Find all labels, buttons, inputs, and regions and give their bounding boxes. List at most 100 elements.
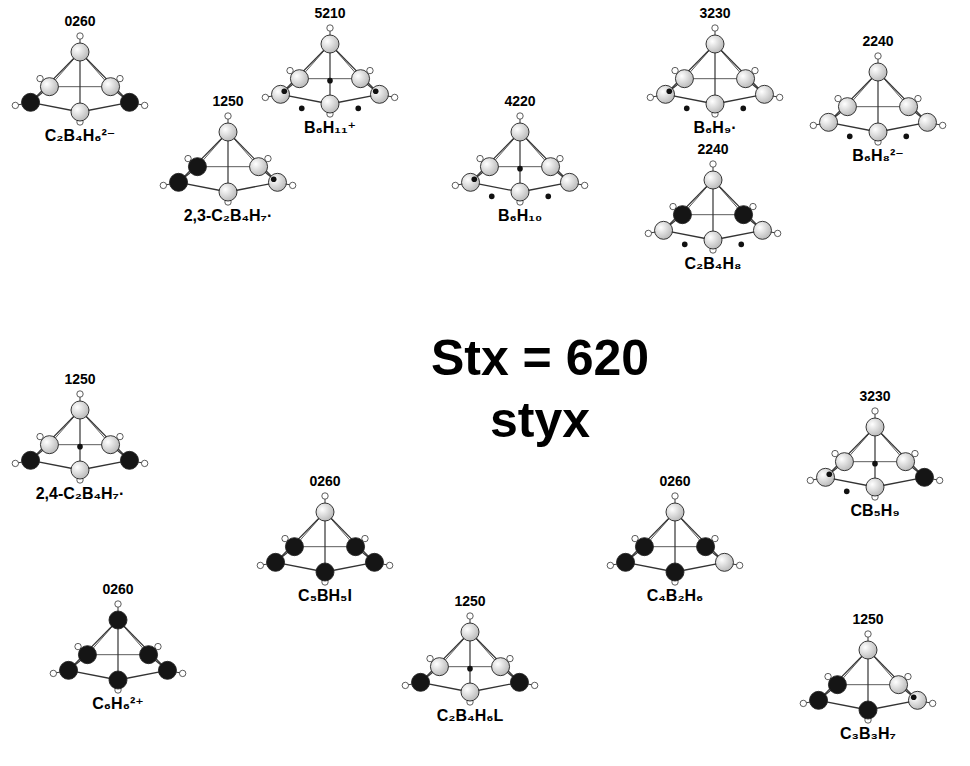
cluster-figure: 2240C₂B₄H₈ [638, 140, 788, 274]
boron-atom [900, 98, 918, 116]
bridging-hydrogen [903, 134, 909, 140]
boron-atom [272, 85, 290, 103]
cluster-formula: C₄B₂H₆ [647, 586, 704, 606]
cage-bond [421, 632, 470, 682]
hydrogen-atom [810, 122, 816, 128]
hydrogen-atom [12, 460, 18, 466]
hydrogen-atom [875, 53, 881, 59]
boron-atom [675, 70, 693, 88]
styx-number: 3230 [699, 4, 730, 22]
cluster-formula: C₆H₆²⁺ [92, 694, 143, 714]
boron-atom [321, 35, 339, 53]
carbon-atom [22, 93, 40, 111]
bridging-hydrogen [847, 134, 853, 140]
cage-bond [470, 632, 519, 682]
bridging-hydrogen [826, 471, 832, 477]
boron-atom [869, 123, 887, 141]
boron-atom [321, 95, 339, 113]
hydrogen-atom [179, 670, 185, 676]
boron-atom [704, 231, 722, 249]
hydrogen-atom [225, 113, 231, 119]
styx-number: 5210 [314, 4, 345, 22]
hydrogen-atom [517, 113, 523, 119]
cage-bond [713, 180, 762, 230]
cluster-figure: 0260C₅BH₅I [250, 472, 400, 606]
boron-atom [908, 691, 926, 709]
cage-bond [80, 52, 129, 102]
bridging-hydrogen [740, 106, 746, 112]
boron-atom [666, 503, 684, 521]
boron-atom [290, 70, 308, 88]
hydrogen-atom [736, 562, 742, 568]
boron-atom [102, 436, 120, 454]
cage-bond [868, 650, 917, 700]
hydrogen-atom [77, 391, 83, 397]
bridging-hydrogen [684, 106, 690, 112]
cluster-figure: 3230B₆H₉· [640, 4, 790, 138]
hydrogen-atom [289, 182, 295, 188]
hydrogen-atom [327, 25, 333, 31]
cluster-figure: 1250C₂B₄H₆L [395, 592, 545, 726]
hydrogen-atom [141, 460, 147, 466]
bridging-hydrogen [738, 242, 744, 248]
carbon-atom [828, 676, 846, 694]
boron-atom [352, 70, 370, 88]
bridging-hydrogen [77, 444, 83, 450]
cluster-formula: C₂B₄H₈ [685, 254, 742, 274]
hydrogen-atom [929, 700, 935, 706]
cluster-figure: 0260C₄B₂H₆ [600, 472, 750, 606]
boron-atom [40, 436, 58, 454]
cluster-drawing [645, 22, 785, 118]
cluster-formula: 2,4-C₂B₄H₇· [36, 484, 125, 504]
hydrogen-atom [710, 161, 716, 167]
hydrogen-atom [262, 94, 268, 100]
cluster-drawing [260, 22, 400, 118]
boron-atom [250, 158, 268, 176]
hydrogen-atom [865, 631, 871, 637]
carbon-atom [666, 563, 684, 581]
cluster-formula: B₆H₁₁⁺ [304, 118, 356, 138]
boron-atom [430, 658, 448, 676]
cluster-formula: C₅BH₅I [298, 586, 352, 606]
boron-atom [102, 78, 120, 96]
carbon-atom [697, 538, 715, 556]
bridging-hydrogen [682, 242, 688, 248]
hydrogen-atom [50, 670, 56, 676]
hydrogen-atom [391, 94, 397, 100]
cage-bond [819, 650, 868, 700]
hydrogen-atom [141, 102, 147, 108]
boron-atom [655, 221, 673, 239]
hydrogen-atom [402, 682, 408, 688]
cage-bond [276, 512, 325, 562]
bridging-hydrogen [373, 88, 379, 94]
boron-atom [511, 123, 529, 141]
boron-atom [40, 78, 58, 96]
hydrogen-atom [452, 182, 458, 188]
hydrogen-atom [257, 562, 263, 568]
boron-atom [71, 43, 89, 61]
carbon-atom [510, 673, 528, 691]
bridging-hydrogen [545, 194, 551, 200]
styx-number: 0260 [102, 580, 133, 598]
cage-bond [228, 132, 277, 182]
hydrogen-atom [776, 94, 782, 100]
boron-atom [560, 173, 578, 191]
cage-bond [715, 44, 764, 94]
cluster-drawing [605, 490, 745, 586]
hydrogen-atom [12, 102, 18, 108]
hydrogen-atom [467, 613, 473, 619]
cage-bond [878, 72, 927, 122]
cluster-figure: 1250C₃B₃H₇ [793, 610, 943, 744]
boron-atom [859, 641, 877, 659]
cage-bond [875, 427, 924, 477]
cluster-formula: 2,3-C₂B₄H₇· [184, 206, 273, 226]
boron-atom [704, 171, 722, 189]
bridging-hydrogen [471, 176, 477, 182]
bridging-hydrogen [872, 461, 878, 467]
cluster-figure: 3230CB₅H₉ [800, 387, 950, 521]
bridging-hydrogen [844, 489, 850, 495]
boron-atom [511, 183, 529, 201]
cage-bond [80, 410, 129, 460]
cage-bond [471, 132, 520, 182]
carbon-atom [285, 538, 303, 556]
